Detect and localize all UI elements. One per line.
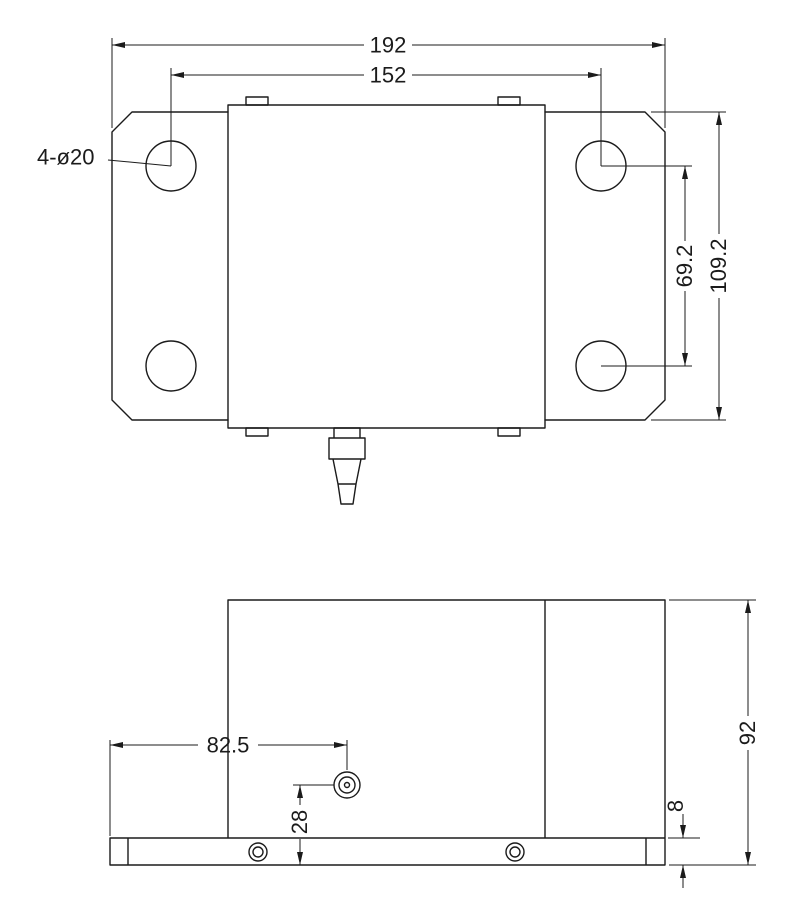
leader-line (107, 159, 172, 167)
screw-left-inner (252, 846, 264, 858)
arrow-down-icon (297, 852, 303, 865)
dim-cable-height: 28 (287, 784, 334, 865)
dim-base-thickness-label: 8 (663, 800, 688, 812)
mounting-holes-label: 4-ø20 (37, 145, 94, 170)
dim-front-overall-height-label: 92 (735, 721, 760, 745)
dim-hole-spacing-height: 69.2 (601, 165, 697, 367)
dim-cable-offset: 82.5 (109, 733, 348, 836)
arrow-down-icon (680, 825, 686, 838)
dim-cable-offset-lines (109, 740, 348, 836)
dim-overall-height-lines (651, 111, 726, 421)
dim-hole-spacing-width-label: 152 (370, 63, 407, 88)
arrow-up-icon (716, 112, 722, 125)
cable-gland-center (343, 781, 351, 789)
arrow-left-icon (171, 72, 184, 78)
dim-base-thickness: 8 (663, 800, 700, 888)
arrow-up-icon (682, 166, 688, 179)
dim-overall-width-label: 192 (370, 33, 407, 58)
dim-front-overall-height-lines (669, 599, 756, 866)
arrow-down-icon (716, 407, 722, 420)
mounting-tabs (245, 96, 521, 437)
front-view (109, 599, 666, 866)
cable-connector-top-view (328, 427, 366, 505)
arrow-down-icon (682, 353, 688, 366)
dim-hole-spacing-height-label: 69.2 (672, 245, 697, 288)
arrow-right-icon (652, 42, 665, 48)
arrow-up-icon (680, 865, 686, 878)
cable-gland-inner (338, 776, 356, 794)
dim-hole-spacing-height-lines (601, 165, 692, 367)
dim-hole-spacing-width: 152 (170, 63, 602, 166)
front-view-outline (109, 599, 666, 866)
arrow-down-icon (745, 852, 751, 865)
screw-left-outer (248, 842, 268, 862)
dim-hole-spacing-width-lines (170, 68, 602, 166)
arrow-up-icon (297, 785, 303, 798)
dim-overall-height-label: 109.2 (706, 238, 731, 293)
arrow-left-icon (112, 42, 125, 48)
arrow-left-icon (110, 742, 123, 748)
cable-gland-outer (333, 771, 361, 799)
dim-cable-height-label: 28 (287, 810, 312, 834)
mounting-plate-outline-left (111, 111, 229, 421)
mounting-holes-callout: 4-ø20 (37, 145, 172, 170)
screw-right-outer (505, 842, 525, 862)
arrow-right-icon (334, 742, 347, 748)
dim-overall-height: 109.2 (651, 111, 731, 421)
dim-front-overall-height: 92 (669, 599, 760, 866)
arrow-right-icon (588, 72, 601, 78)
front-view-dimensions: 82.5 28 92 8 (109, 599, 760, 888)
screw-right-inner (509, 846, 521, 858)
arrow-up-icon (745, 600, 751, 613)
dim-cable-offset-label: 82.5 (207, 733, 250, 758)
dim-overall-width: 192 (111, 33, 666, 128)
mounting-plate-outline-right (544, 111, 666, 421)
dim-overall-width-lines (111, 38, 666, 128)
mounting-hole-bottom-left (145, 340, 197, 392)
sensor-body-outline (227, 104, 546, 429)
top-view-dimensions: 192 152 4-ø20 69.2 (37, 33, 731, 421)
top-view (111, 96, 666, 505)
